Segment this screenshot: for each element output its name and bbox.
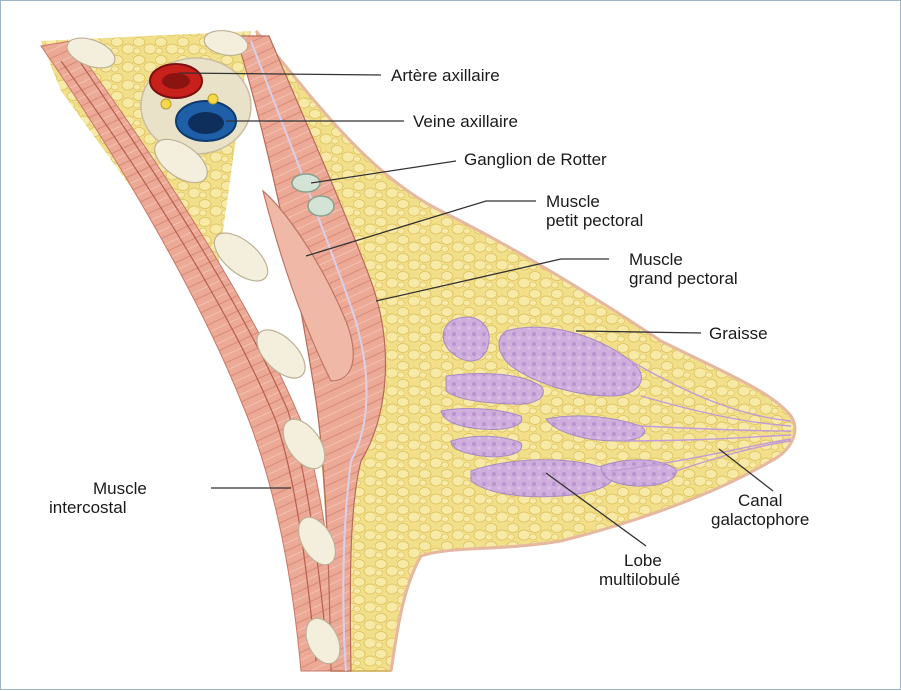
lobe [471, 460, 614, 497]
label-artere-axillaire: Artère axillaire [391, 66, 500, 85]
vein-lumen [188, 112, 224, 134]
label-intercostal-line2: intercostal [49, 498, 126, 517]
label-grand-pectoral-line1: Muscle [629, 250, 683, 269]
label-grand-pectoral-line2: grand pectoral [629, 269, 738, 288]
label-veine-axillaire: Veine axillaire [413, 112, 518, 131]
rotter-node-icon-2 [308, 196, 334, 216]
label-lobe-line2: multilobulé [599, 570, 680, 589]
label-lobe-line1: Lobe [624, 551, 662, 570]
nerve-icon-2 [208, 94, 218, 104]
label-petit-pectoral-line1: Muscle [546, 192, 600, 211]
label-intercostal-line1: Muscle [93, 479, 147, 498]
nerve-icon [161, 99, 171, 109]
label-canal-line1: Canal [738, 491, 782, 510]
artery-lumen [162, 73, 190, 89]
label-graisse: Graisse [709, 324, 768, 343]
label-petit-pectoral-line2: petit pectoral [546, 211, 643, 230]
label-ganglion-rotter: Ganglion de Rotter [464, 150, 607, 169]
label-canal-line2: galactophore [711, 510, 809, 529]
rotter-node-icon [292, 174, 320, 192]
